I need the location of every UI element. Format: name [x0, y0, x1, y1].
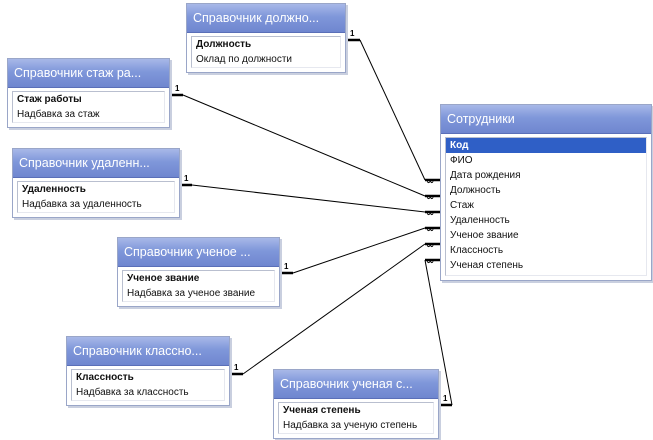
table-spravochnik-klassnost[interactable]: Справочник классно... Классность Надбавк… [66, 336, 230, 406]
relationship-stazh[interactable]: 1 [168, 84, 440, 198]
one-label: 1 [443, 394, 448, 403]
relationship-udalennost[interactable]: 1 [178, 174, 440, 214]
field-uchenaya-stepen[interactable]: Ученая степень [283, 405, 361, 416]
relationship-dolzhnost[interactable]: 1 [344, 29, 440, 182]
field-data-rozhdeniya[interactable]: Дата рождения [450, 170, 521, 181]
table-spravochnik-stazh[interactable]: Справочник стаж ра... Стаж работы Надбав… [7, 58, 170, 128]
table-spravochnik-uchenaya-stepen[interactable]: Справочник ученая с... Ученая степень На… [273, 369, 439, 439]
table-title[interactable]: Справочник ученая с... [274, 370, 438, 399]
field-list[interactable]: Классность Надбавка за классность [71, 369, 225, 401]
field-nadbavka-stazh[interactable]: Надбавка за стаж [17, 109, 100, 120]
field-fio[interactable]: ФИО [450, 155, 473, 166]
table-spravochnik-uchenoe-zvanie[interactable]: Справочник ученое ... Ученое звание Надб… [117, 237, 280, 307]
field-list[interactable]: Ученая степень Надбавка за ученую степен… [278, 402, 434, 434]
field-klassnost[interactable]: Классность [76, 372, 134, 383]
field-uchenoe-zvanie[interactable]: Ученое звание [127, 273, 200, 284]
field-nadbavka-zvanie[interactable]: Надбавка за ученое звание [127, 288, 256, 299]
many-label: ∞ [426, 240, 434, 251]
field-list[interactable]: Ученое звание Надбавка за ученое звание [122, 270, 275, 302]
table-sotrudniki[interactable]: Сотрудники Код ФИО Дата рождения Должнос… [440, 104, 652, 281]
table-spravochnik-dolzhnost[interactable]: Справочник должно... Должность Оклад по … [186, 3, 346, 73]
one-label: 1 [234, 363, 239, 372]
field-list[interactable]: Код ФИО Дата рождения Должность Стаж Уда… [445, 137, 647, 276]
field-nadbavka-stepen[interactable]: Надбавка за ученую степень [283, 420, 418, 431]
field-uchenoe-zvanie[interactable]: Ученое звание [450, 230, 519, 241]
one-label: 1 [175, 84, 180, 93]
many-label: ∞ [426, 224, 434, 235]
field-oklad[interactable]: Оклад по должности [196, 54, 292, 65]
relationship-uchenaya-stepen[interactable]: 1 [424, 258, 453, 407]
table-title[interactable]: Сотрудники [441, 105, 651, 134]
one-label: 1 [284, 262, 289, 271]
field-list[interactable]: Удаленность Надбавка за удаленность [17, 181, 175, 213]
field-udalennost[interactable]: Удаленность [450, 215, 510, 226]
many-label: ∞ [426, 208, 434, 219]
many-label: ∞ [426, 192, 434, 203]
field-klassnost[interactable]: Классность [450, 245, 504, 256]
one-label: 1 [350, 29, 355, 38]
table-title[interactable]: Справочник стаж ра... [8, 59, 169, 88]
one-label: 1 [184, 174, 189, 183]
field-dolzhnost[interactable]: Должность [196, 39, 252, 50]
relationship-uchenoe-zvanie[interactable]: 1 [278, 226, 440, 275]
table-title[interactable]: Справочник ученое ... [118, 238, 279, 267]
field-nadbavka-udalennost[interactable]: Надбавка за удаленность [22, 199, 142, 210]
table-spravochnik-udalennost[interactable]: Справочник удаленн... Удаленность Надбав… [12, 148, 180, 218]
field-udalennost[interactable]: Удаленность [22, 184, 86, 195]
many-label: ∞ [426, 256, 434, 267]
field-stazh[interactable]: Стаж [450, 200, 474, 211]
table-title[interactable]: Справочник должно... [187, 4, 345, 33]
field-nadbavka-klassnost[interactable]: Надбавка за классность [76, 387, 189, 398]
field-kod[interactable]: Код [446, 138, 646, 153]
table-title[interactable]: Справочник классно... [67, 337, 229, 366]
field-list[interactable]: Должность Оклад по должности [191, 36, 341, 68]
table-title[interactable]: Справочник удаленн... [13, 149, 179, 178]
many-label: ∞ [426, 176, 434, 187]
field-uchenaya-stepen[interactable]: Ученая степень [450, 260, 524, 271]
field-list[interactable]: Стаж работы Надбавка за стаж [12, 91, 165, 123]
relationship-klassnost[interactable]: 1 [228, 242, 440, 376]
field-stazh-raboty[interactable]: Стаж работы [17, 94, 82, 105]
field-dolzhnost[interactable]: Должность [450, 185, 501, 196]
many-markers: ∞ ∞ ∞ ∞ ∞ ∞ [426, 176, 434, 267]
